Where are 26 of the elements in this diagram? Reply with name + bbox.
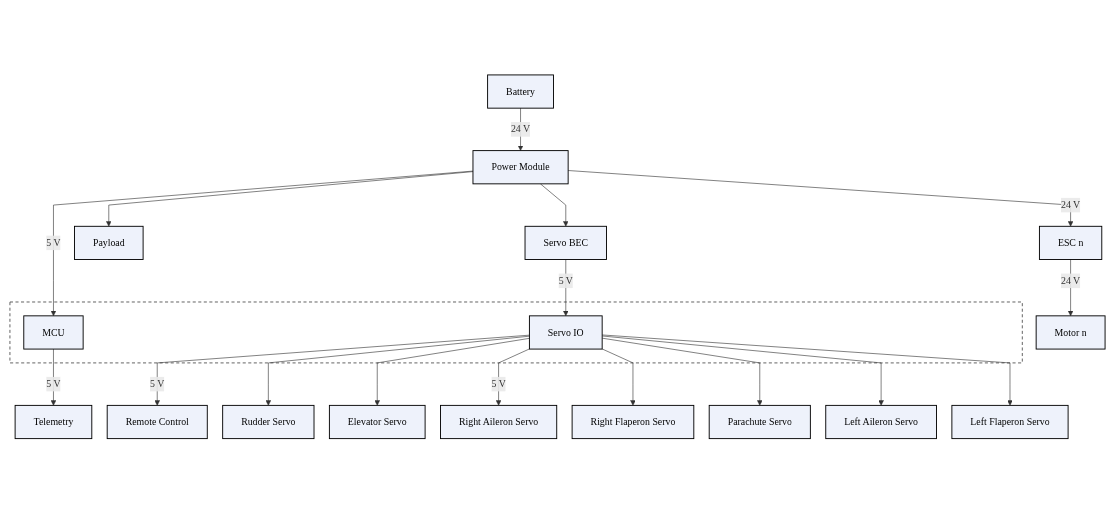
node-box: Power Module: [472, 150, 569, 185]
edge-label: 24 V: [1060, 199, 1081, 211]
node-box: Servo IO: [528, 315, 603, 350]
node-box: Left Aileron Servo: [825, 405, 937, 440]
node-box: Rudder Servo: [222, 405, 315, 440]
edge-label: 5 V: [150, 378, 165, 390]
node-box: Servo BEC: [524, 226, 607, 261]
node-box: Left Flaperon Servo: [951, 405, 1069, 440]
edge-label: 5 V: [491, 378, 506, 390]
node-box: Telemetry: [14, 405, 93, 440]
node-box: Battery: [487, 74, 554, 109]
node-box: Motor n: [1035, 315, 1106, 350]
node-box: Elevator Servo: [328, 405, 426, 440]
node-box: Remote Control: [106, 405, 208, 440]
cluster: [9, 301, 1023, 364]
node-box: MCU: [23, 315, 84, 350]
node-box: Right Aileron Servo: [440, 405, 558, 440]
edge-label: 24 V: [1060, 275, 1081, 286]
node-box: Right Flaperon Servo: [571, 405, 695, 440]
edge-label: 5 V: [46, 237, 61, 249]
edge-label: 5 V: [46, 378, 61, 390]
node-box: Parachute Servo: [708, 405, 811, 440]
edge-label: 5 V: [558, 275, 573, 286]
edge-label: 24 V: [510, 124, 531, 135]
node-box: Payload: [74, 226, 144, 261]
node-box: ESC n: [1038, 226, 1103, 261]
